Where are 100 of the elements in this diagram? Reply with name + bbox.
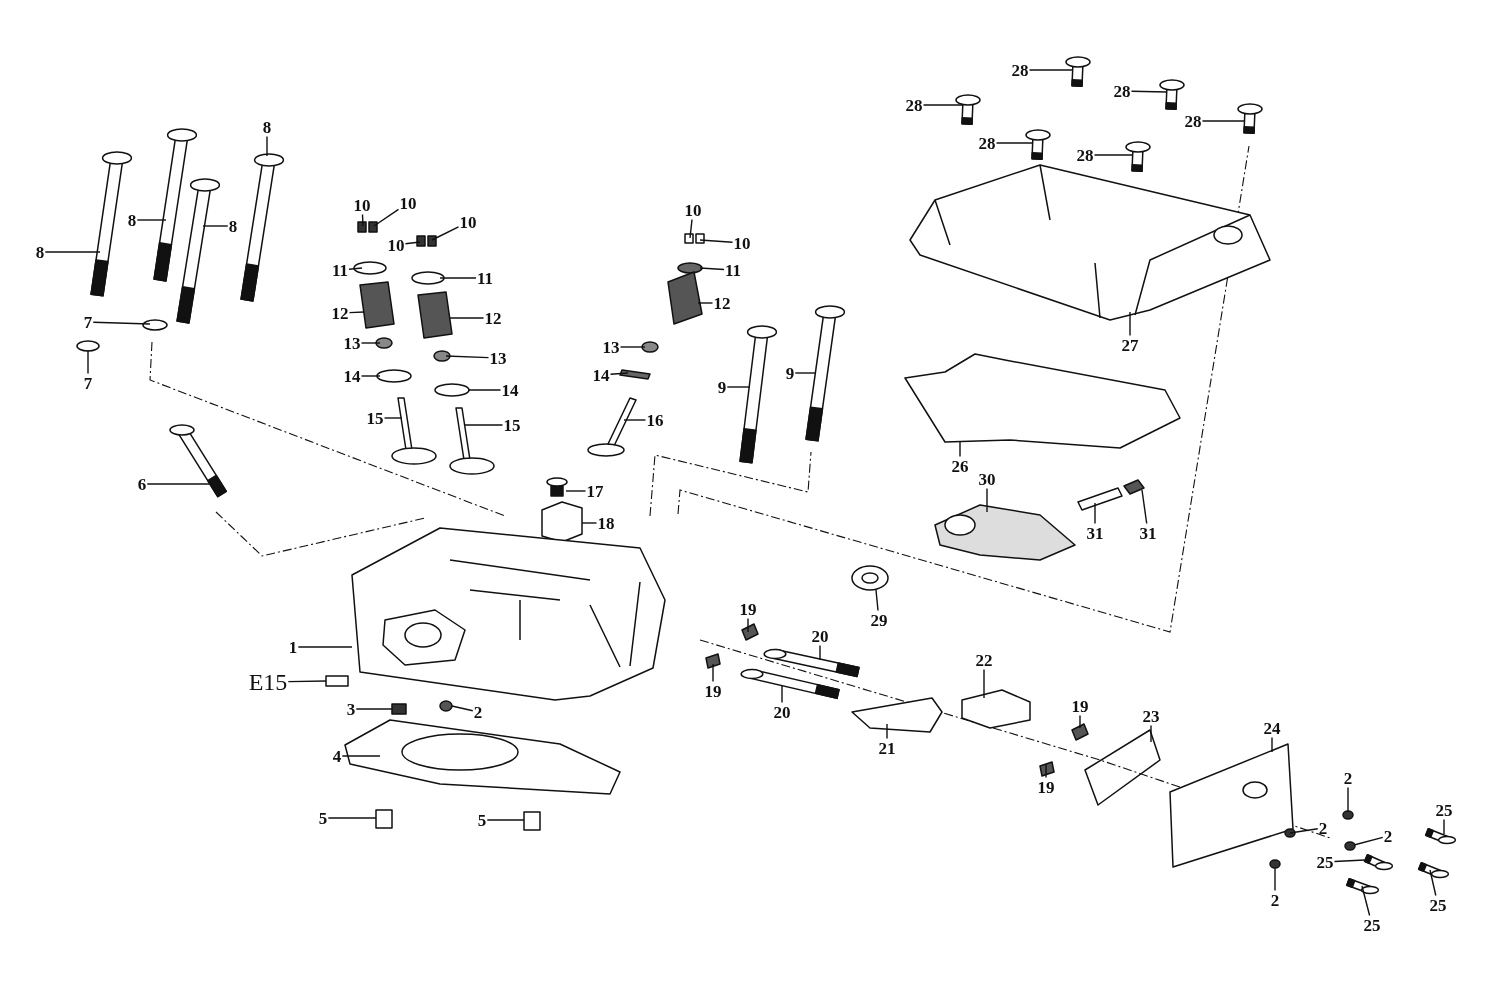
leader-line [373, 208, 400, 227]
pin-drawing [741, 623, 759, 641]
bolt-drawing [1346, 877, 1380, 895]
leader-line [445, 355, 490, 359]
callout-number: 20 [810, 626, 830, 646]
callout-number: 10 [683, 200, 703, 220]
callout-number: 19 [1036, 777, 1056, 797]
callout-number: 24 [1262, 718, 1282, 738]
shaft-drawing [740, 668, 840, 700]
leader-line [1271, 736, 1273, 753]
washer-drawing [1284, 828, 1296, 838]
valve-spring-drawing [417, 291, 453, 339]
leader-line [383, 417, 403, 419]
leader-line [287, 680, 327, 683]
callout-number: 16 [645, 410, 665, 430]
leader-line [327, 817, 377, 819]
washer-drawing [1342, 810, 1354, 820]
bolt-drawing [391, 703, 407, 715]
leader-line [623, 419, 647, 421]
seal-ring-drawing [851, 565, 889, 591]
callout-number: 15 [502, 415, 522, 435]
callout-number: 29 [869, 610, 889, 630]
leader-line [341, 755, 381, 757]
callout-number: 14 [342, 366, 362, 386]
bolt-drawing [955, 94, 981, 125]
valve-seal-drawing [433, 350, 451, 362]
callout-number: 23 [1141, 706, 1161, 726]
cover-plate-drawing [1169, 743, 1294, 868]
washer-drawing [1344, 841, 1356, 851]
leader-line [619, 346, 646, 348]
callout-number: 13 [601, 337, 621, 357]
leader-line [404, 241, 421, 245]
callout-number: 28 [904, 95, 924, 115]
cylinder-head-drawing [351, 527, 666, 701]
leader-line [581, 522, 598, 524]
callout-number: 11 [475, 268, 495, 288]
leader-line [1079, 714, 1081, 729]
cam-holder-drawing [934, 504, 1076, 561]
callout-number: 12 [330, 303, 350, 323]
spark-plug-drawing [169, 424, 227, 498]
callout-number: 8 [126, 210, 138, 230]
sensor-drawing [1123, 479, 1145, 495]
valve-keeper-drawing [416, 235, 426, 247]
callout-number: 5 [476, 810, 488, 830]
leader-line [1028, 69, 1074, 71]
bolt-drawing [176, 178, 221, 324]
bolt-drawing [1237, 103, 1263, 134]
leader-line [348, 311, 365, 314]
leader-line [1094, 502, 1096, 525]
leader-line [202, 225, 229, 227]
valve-keeper-drawing [368, 221, 378, 233]
callout-number: 25 [1428, 895, 1448, 915]
valve-seal-drawing [375, 337, 393, 349]
leader-line [1129, 311, 1131, 337]
leader-line [1333, 859, 1366, 863]
leader-line [355, 708, 393, 710]
callout-number: 9 [716, 377, 728, 397]
callout-number: 4 [331, 746, 343, 766]
spring-retainer-drawing [411, 271, 445, 285]
washer-drawing [439, 700, 453, 712]
callout-number: 5 [317, 808, 329, 828]
callout-number: 3 [345, 699, 357, 719]
callout-number: 6 [136, 474, 148, 494]
callout-number: 31 [1138, 523, 1158, 543]
leader-line [1093, 154, 1134, 156]
callout-number: 8 [34, 242, 46, 262]
leader-line [1141, 489, 1148, 525]
callout-number: 19 [738, 599, 758, 619]
leader-line [348, 267, 363, 270]
valve-keeper-drawing [684, 233, 694, 244]
gasket-drawing [904, 353, 1181, 449]
leader-line [565, 490, 587, 492]
leader-line [712, 663, 714, 683]
valve-keeper-drawing [695, 233, 705, 244]
callout-number: 26 [950, 456, 970, 476]
leader-line [1045, 763, 1047, 779]
leader-line [1353, 836, 1384, 846]
leader-line [44, 251, 101, 253]
leader-line [699, 267, 725, 271]
leader-line [360, 375, 381, 377]
leader-line [360, 342, 381, 344]
leader-line [439, 277, 477, 279]
leader-line [1201, 120, 1246, 122]
callout-number: 7 [82, 312, 94, 332]
valve-drawing [449, 407, 495, 475]
valve-spring-drawing [359, 281, 395, 329]
callout-number: 14 [500, 380, 520, 400]
leader-line [781, 684, 783, 704]
leader-line [136, 219, 167, 221]
callout-number: 7 [82, 373, 94, 393]
rocker-drawing [851, 697, 943, 733]
leader-line [995, 142, 1034, 144]
leader-line [819, 644, 821, 661]
washer-drawing [376, 369, 412, 383]
callout-number: 28 [977, 133, 997, 153]
leader-line [361, 213, 364, 227]
callout-number: 25 [1315, 852, 1335, 872]
callout-number: 28 [1183, 111, 1203, 131]
callout-number: 25 [1434, 800, 1454, 820]
bolt-drawing [805, 305, 846, 442]
